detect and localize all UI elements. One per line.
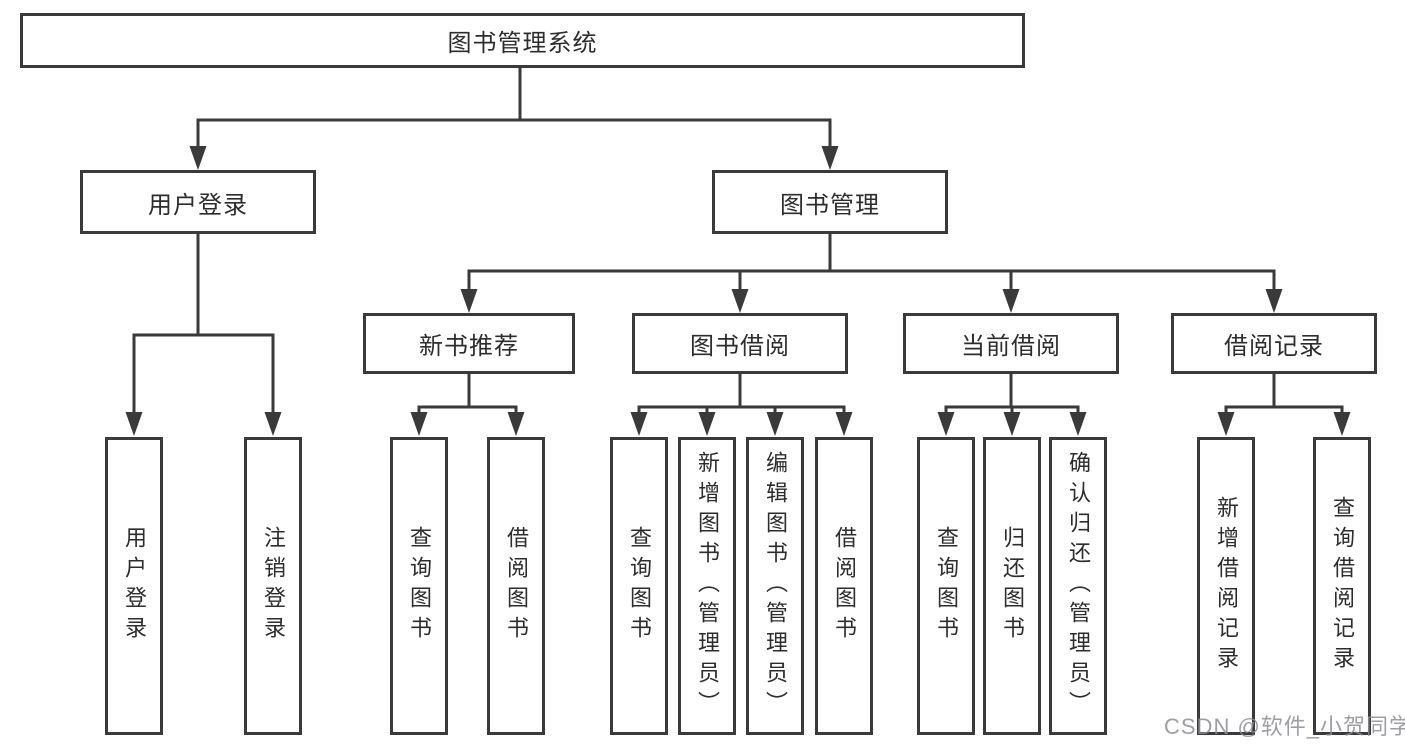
leaf-borrow-books-recommend: 借阅图书 bbox=[487, 437, 545, 735]
leaf-edit-books-admin: 编辑图书（管理员） bbox=[746, 437, 804, 735]
csdn-watermark: CSDN @软件_小贺同学 bbox=[1164, 714, 1405, 739]
arrowhead bbox=[766, 412, 784, 436]
leaf-return-books: 归还图书 bbox=[983, 437, 1041, 735]
node-label: 图书管理系统 bbox=[447, 30, 598, 57]
node-label: 借阅图书 bbox=[504, 526, 529, 646]
arrowhead bbox=[410, 412, 428, 436]
node-label: 编辑图书（管理员） bbox=[763, 451, 788, 721]
node-label: 注销登录 bbox=[261, 526, 286, 646]
node-label: 确认归还（管理员） bbox=[1066, 451, 1091, 721]
node-label: 借阅记录 bbox=[1224, 333, 1324, 360]
node-label: 图书管理 bbox=[780, 191, 880, 219]
arrowhead bbox=[264, 412, 282, 436]
node-label: 查询图书 bbox=[627, 526, 652, 646]
leaf-query-books-recommend: 查询图书 bbox=[390, 437, 448, 735]
node-current-borrowing: 当前借阅 bbox=[903, 313, 1119, 374]
node-user-login-module: 用户登录 bbox=[80, 170, 316, 234]
node-library-system-root: 图书管理系统 bbox=[20, 13, 1025, 68]
leaf-user-login: 用户登录 bbox=[105, 437, 163, 735]
node-label: 归还图书 bbox=[1000, 526, 1025, 646]
node-label: 新增图书（管理员） bbox=[695, 451, 720, 721]
arrowhead bbox=[125, 412, 143, 436]
node-label: 用户登录 bbox=[148, 191, 248, 219]
arrowhead bbox=[1217, 412, 1235, 436]
arrowhead bbox=[835, 412, 853, 436]
node-label: 新增借阅记录 bbox=[1214, 496, 1239, 676]
arrowhead bbox=[189, 146, 207, 170]
node-label: 查询借阅记录 bbox=[1330, 496, 1355, 676]
leaf-add-books-admin: 新增图书（管理员） bbox=[678, 437, 736, 735]
node-label: 借阅图书 bbox=[832, 526, 857, 646]
arrowhead bbox=[1002, 289, 1020, 313]
leaf-query-books-borrowing: 查询图书 bbox=[610, 437, 668, 735]
arrowhead bbox=[1333, 412, 1351, 436]
leaf-borrow-books: 借阅图书 bbox=[815, 437, 873, 735]
leaf-query-borrow-record: 查询借阅记录 bbox=[1313, 437, 1371, 735]
node-label: 图书借阅 bbox=[690, 333, 790, 360]
arrowhead bbox=[460, 289, 478, 313]
node-label: 当前借阅 bbox=[961, 333, 1061, 360]
arrowhead bbox=[937, 412, 955, 436]
node-label: 查询图书 bbox=[934, 526, 959, 646]
node-borrowing-records: 借阅记录 bbox=[1171, 313, 1377, 374]
arrowhead bbox=[731, 289, 749, 313]
arrowhead bbox=[507, 412, 525, 436]
leaf-add-borrow-record: 新增借阅记录 bbox=[1197, 437, 1255, 735]
node-label: 新书推荐 bbox=[419, 333, 519, 360]
leaf-confirm-return-admin: 确认归还（管理员） bbox=[1049, 437, 1107, 735]
leaf-logout: 注销登录 bbox=[244, 437, 302, 735]
node-label: 用户登录 bbox=[122, 526, 147, 646]
arrowhead bbox=[1265, 289, 1283, 313]
arrowhead bbox=[630, 412, 648, 436]
arrowhead bbox=[1003, 412, 1021, 436]
node-book-borrowing: 图书借阅 bbox=[632, 313, 848, 374]
leaf-query-books-current: 查询图书 bbox=[917, 437, 975, 735]
arrowhead bbox=[821, 146, 839, 170]
arrowhead bbox=[1069, 412, 1087, 436]
node-label: 查询图书 bbox=[407, 526, 432, 646]
node-book-management-module: 图书管理 bbox=[712, 170, 948, 234]
node-new-book-recommend: 新书推荐 bbox=[363, 313, 575, 374]
arrowhead bbox=[698, 412, 716, 436]
